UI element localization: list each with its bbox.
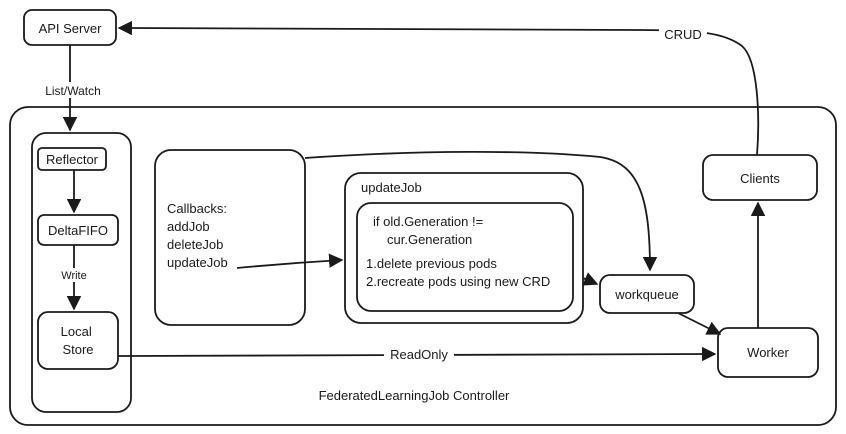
step-1: 1.delete previous pods <box>366 256 497 271</box>
reflector-label: Reflector <box>46 152 99 167</box>
step-2: 2.recreate pods using new CRD <box>366 274 550 289</box>
edge-crud-label: CRUD <box>664 27 702 42</box>
edge-list-watch-bg <box>36 82 110 98</box>
local-store-node <box>37 311 119 370</box>
callbacks-node <box>154 149 306 326</box>
local-store-label: Local Store <box>61 324 96 357</box>
edge-workqueue-worker <box>677 312 722 335</box>
edge-read-only-label: ReadOnly <box>390 347 448 362</box>
steps-label: 1.delete previous pods 2.recreate pods u… <box>366 256 550 289</box>
edge-write-label: Write <box>61 270 86 282</box>
clients-node <box>702 154 818 201</box>
workqueue-label: workqueue <box>614 287 679 302</box>
callbacks-line-2: addJob <box>167 219 210 234</box>
edge-callback-update <box>236 253 344 269</box>
generation-check-line-2: cur.Generation <box>387 232 472 247</box>
edge-write-bg <box>58 268 90 282</box>
local-store-line-1: Local <box>61 324 92 339</box>
controller-title: FederatedLearningJob Controller <box>319 388 510 403</box>
edge-crud-bg <box>659 26 707 42</box>
worker-label: Worker <box>747 345 789 360</box>
update-logic-box <box>356 202 574 312</box>
delta-fifo-node <box>37 214 119 246</box>
delta-fifo-label: DeltaFIFO <box>48 223 108 238</box>
api-server-label: API Server <box>39 21 103 36</box>
callbacks-line-3: deleteJob <box>167 237 223 252</box>
local-store-line-2: Store <box>62 342 93 357</box>
callbacks-line-4: updateJob <box>167 255 228 270</box>
clients-label: Clients <box>740 171 780 186</box>
edge-read-only-bg <box>384 347 454 363</box>
callbacks-line-1: Callbacks: <box>167 201 227 216</box>
callbacks-label: Callbacks: addJob deleteJob updateJob <box>167 201 231 270</box>
worker-node <box>717 327 819 378</box>
generation-check-line-1: if old.Generation != <box>373 214 483 229</box>
edge-update-workqueue <box>582 272 599 286</box>
generation-check-label: if old.Generation != cur.Generation <box>373 214 487 247</box>
workqueue-node <box>599 274 695 314</box>
edge-list-watch-label: List/Watch <box>45 84 101 98</box>
edge-callbacks-workqueue <box>304 150 658 272</box>
update-job-title: updateJob <box>361 180 422 195</box>
reflector-node <box>37 147 107 171</box>
